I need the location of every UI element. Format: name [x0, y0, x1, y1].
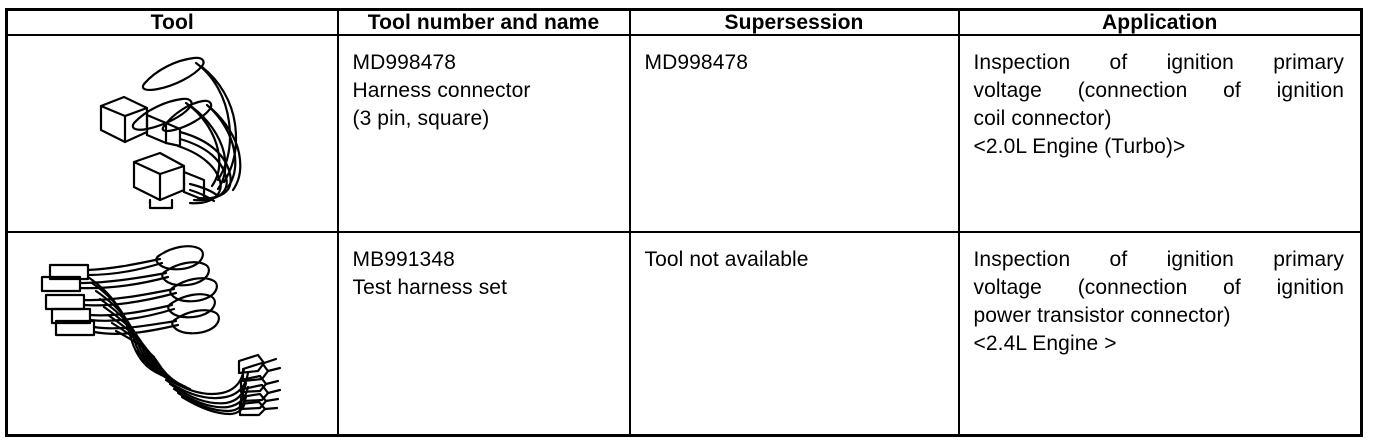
tool-number-name-cell: MB991348 Test harness set — [336, 231, 631, 437]
tool-number: MB991348 — [352, 248, 455, 272]
table-row: MD998478 Harness connector (3 pin, squar… — [5, 34, 1363, 234]
tool-number-name-cell: MD998478 Harness connector (3 pin, squar… — [336, 34, 631, 234]
tool-name-line-2: (3 pin, square) — [352, 107, 490, 131]
column-header-supersession: Supersession — [628, 8, 960, 37]
supersession-value: Tool not available — [644, 248, 809, 272]
tool-name-line-1: Harness connector — [352, 79, 531, 103]
tool-number: MD998478 — [352, 51, 457, 75]
special-tools-table: Tool Tool number and name Supersession A… — [5, 8, 1363, 437]
application-cell: Inspection of ignition primary voltage (… — [957, 231, 1363, 437]
column-header-application: Application — [957, 8, 1363, 37]
column-header-tool: Tool — [5, 8, 339, 37]
application-line-3: coil connector) — [973, 107, 1112, 131]
table-row: MB991348 Test harness set Tool not avail… — [5, 231, 1363, 437]
application-line-2: voltage (connection of ignition — [973, 276, 1344, 300]
application-engine-note: <2.0L Engine (Turbo)> — [973, 135, 1186, 159]
tool-figure-cell — [5, 34, 339, 234]
application-line-2: voltage (connection of ignition — [973, 79, 1344, 103]
tool-figure-cell — [5, 231, 339, 437]
supersession-value: MD998478 — [644, 51, 749, 75]
application-line-3: power transistor connector) — [973, 304, 1231, 328]
application-line-1: Inspection of ignition primary — [973, 248, 1344, 272]
application-cell: Inspection of ignition primary voltage (… — [957, 34, 1363, 234]
supersession-cell: Tool not available — [628, 231, 960, 437]
supersession-cell: MD998478 — [628, 34, 960, 234]
table-header-row: Tool Tool number and name Supersession A… — [5, 8, 1363, 37]
test-harness-set-icon — [36, 239, 306, 417]
column-header-tool-number-and-name: Tool number and name — [336, 8, 631, 37]
tool-name-line-1: Test harness set — [352, 276, 508, 300]
test-harness-figure-wrap — [8, 233, 337, 434]
harness-connector-figure-wrap — [8, 36, 337, 231]
application-line-1: Inspection of ignition primary — [973, 51, 1344, 75]
application-engine-note: <2.4L Engine > — [973, 332, 1117, 356]
harness-connector-3pin-square-icon — [90, 40, 320, 210]
